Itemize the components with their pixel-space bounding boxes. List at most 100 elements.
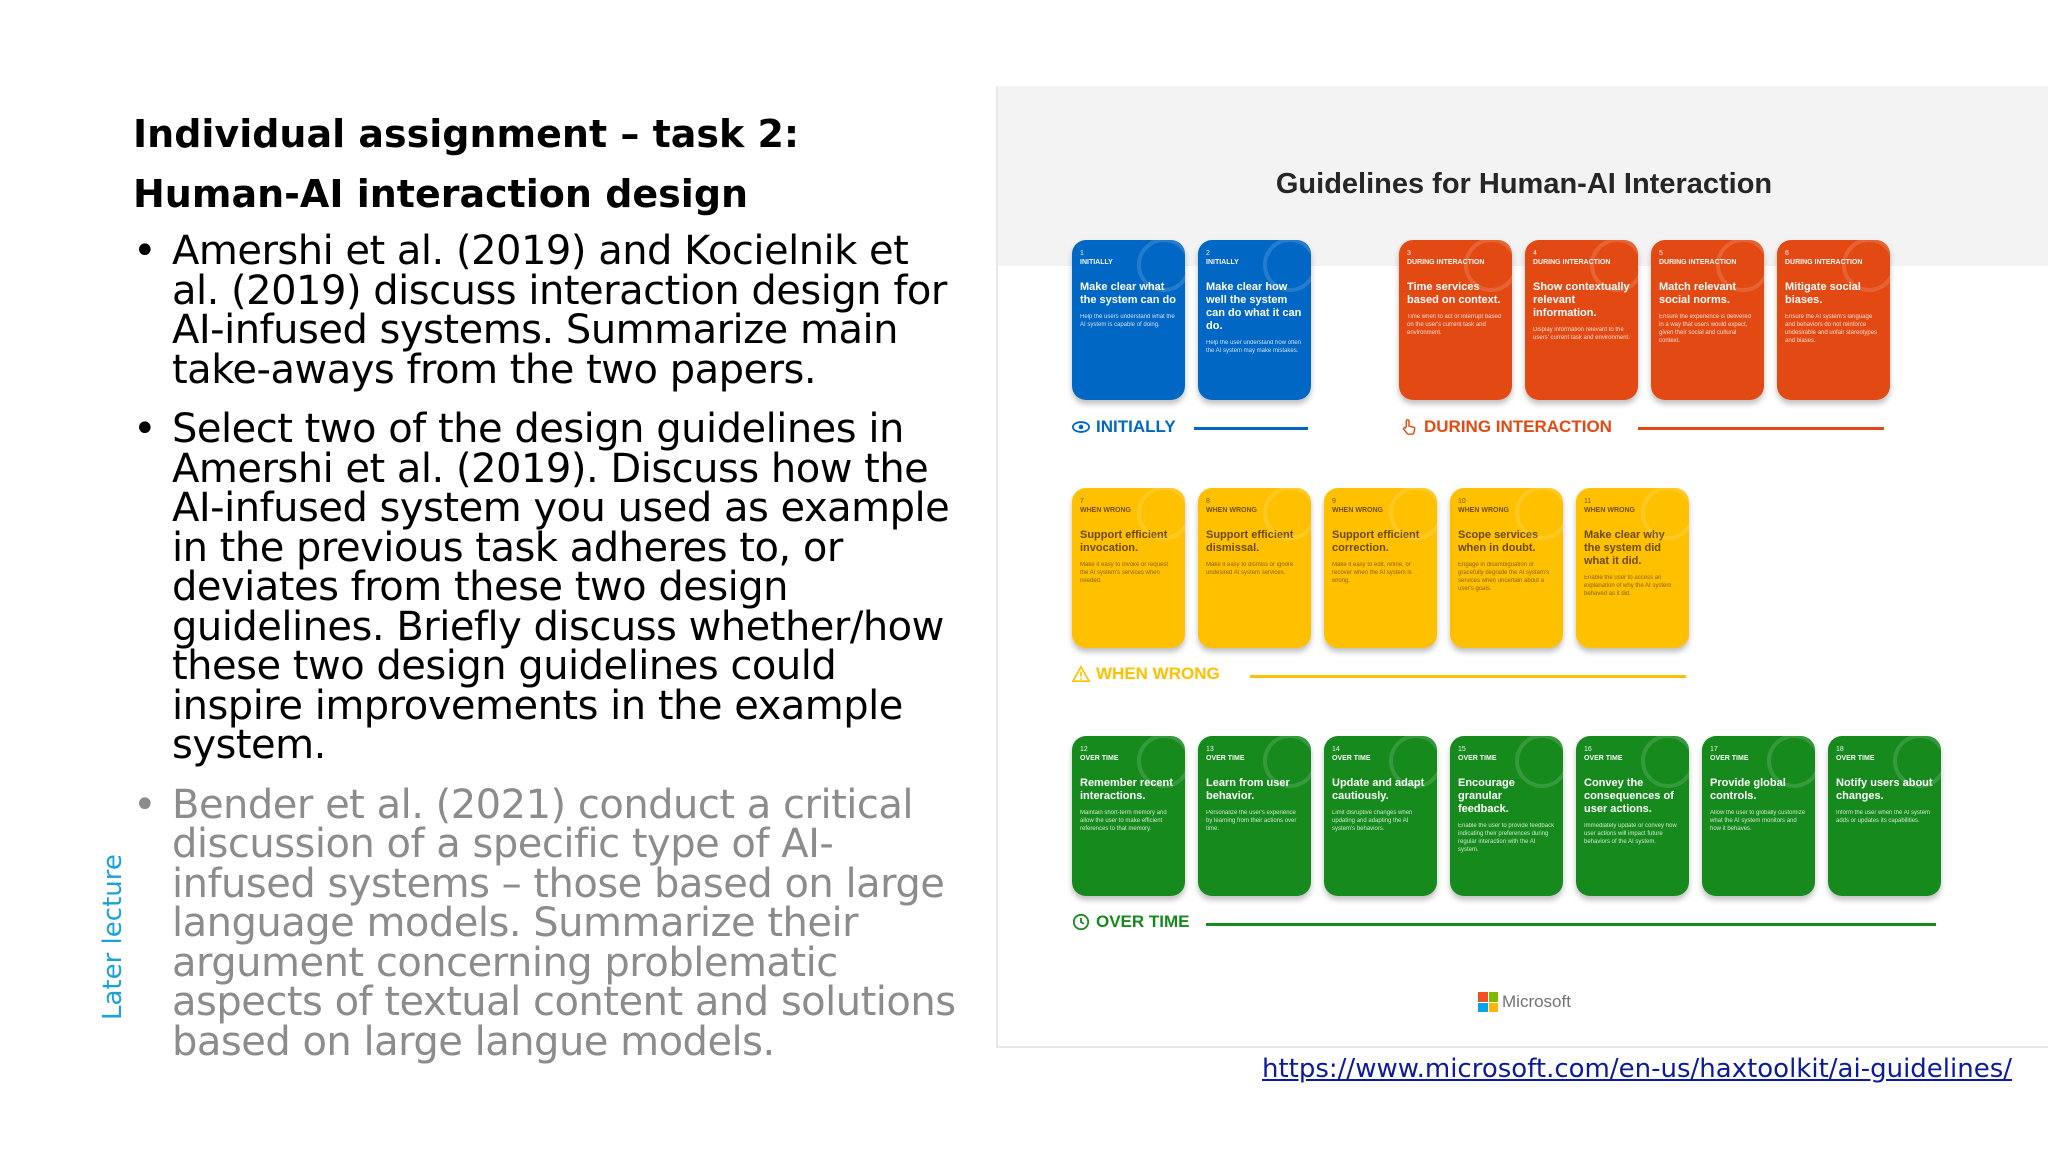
card-number: 11 — [1584, 498, 1592, 505]
bullet-list: • Amershi et al. (2019) and Kocielnik et… — [133, 228, 963, 1063]
card-description: Time when to act or interrupt based on t… — [1407, 314, 1502, 336]
guidelines-url-link[interactable]: https://www.microsoft.com/en-us/haxtoolk… — [1262, 1054, 2013, 1084]
card-description: Help the users understand what the AI sy… — [1080, 314, 1175, 328]
card-number: 5 — [1659, 250, 1663, 257]
card-title: Match relevant social norms. — [1659, 281, 1737, 306]
card-watermark-icon — [1590, 240, 1638, 292]
card-phase: OVER TIME — [1332, 755, 1371, 762]
card-description: Inform the user when the AI system adds … — [1836, 810, 1931, 824]
bullet-text: Select two of the design guidelines in A… — [172, 406, 950, 768]
section-label-during: DURING INTERACTION — [1400, 417, 1612, 437]
bullet-text: Amershi et al. (2019) and Kocielnik et a… — [172, 228, 947, 393]
card-number: 8 — [1206, 498, 1210, 505]
slide-title-line2: Human-AI interaction design — [133, 172, 749, 216]
card-number: 6 — [1785, 250, 1789, 257]
card-number: 18 — [1836, 746, 1844, 753]
card-phase: OVER TIME — [1206, 755, 1245, 762]
card-description: Limit disruptive changes when updating a… — [1332, 810, 1413, 832]
microsoft-squares-icon — [1478, 992, 1498, 1012]
card-phase: WHEN WRONG — [1080, 507, 1131, 514]
card-number: 2 — [1206, 250, 1210, 257]
card-title: Make clear what the system can do — [1080, 281, 1176, 306]
card-description: Help the user understand how often the A… — [1206, 340, 1302, 354]
clock-icon — [1072, 913, 1090, 931]
card-watermark-icon — [1716, 240, 1764, 292]
card-phase: DURING INTERACTION — [1533, 259, 1611, 266]
card-title: Learn from user behavior. — [1206, 777, 1290, 802]
section-line-when-wrong — [1250, 675, 1686, 678]
card-number: 3 — [1407, 250, 1411, 257]
bullet-symbol: • — [133, 406, 157, 452]
card-title: Provide global controls. — [1710, 777, 1786, 802]
card-phase: DURING INTERACTION — [1659, 259, 1737, 266]
card-phase: DURING INTERACTION — [1407, 259, 1485, 266]
card-watermark-icon — [1389, 488, 1437, 540]
bullet-item: • Amershi et al. (2019) and Kocielnik et… — [133, 228, 963, 390]
card-number: 15 — [1458, 746, 1466, 753]
card-watermark-icon — [1464, 240, 1512, 292]
card-description: Enable the user to provide feedback indi… — [1458, 823, 1555, 853]
later-lecture-label: Later lecture — [98, 854, 128, 1020]
bullet-symbol: • — [133, 228, 157, 274]
card-watermark-icon — [1137, 736, 1185, 788]
card-watermark-icon — [1842, 240, 1890, 292]
card-number: 9 — [1332, 498, 1336, 505]
card-description: Immediately update or convey how user ac… — [1584, 823, 1677, 845]
eye-icon — [1072, 421, 1090, 433]
section-label-text: WHEN WRONG — [1096, 664, 1220, 683]
card-description: Ensure the AI system's language and beha… — [1785, 314, 1878, 344]
card-watermark-icon — [1263, 488, 1311, 540]
section-label-text: OVER TIME — [1096, 912, 1190, 931]
card-description: Make it easy to edit, refine, or recover… — [1332, 562, 1412, 584]
card-description: Enable the user to access an explanation… — [1584, 575, 1672, 597]
card-number: 4 — [1533, 250, 1537, 257]
card-watermark-icon — [1137, 488, 1185, 540]
card-phase: OVER TIME — [1458, 755, 1497, 762]
card-phase: WHEN WRONG — [1332, 507, 1383, 514]
card-description: Personalize the user's experience by lea… — [1206, 810, 1297, 832]
card-title: Make clear how well the system can do wh… — [1206, 281, 1302, 332]
section-line-during — [1638, 427, 1884, 430]
card-description: Ensure the experience is delivered in a … — [1659, 314, 1752, 344]
section-label-text: INITIALLY — [1096, 417, 1176, 436]
bullet-symbol: • — [133, 781, 157, 828]
figure-header-band — [998, 86, 2048, 266]
card-watermark-icon — [1515, 736, 1563, 788]
bullet-text: Bender et al. (2021) conduct a critical … — [172, 781, 956, 1065]
card-number: 13 — [1206, 746, 1214, 753]
card-number: 17 — [1710, 746, 1718, 753]
card-description: Allow the user to globally customize wha… — [1710, 810, 1806, 832]
card-title: Scope services when in doubt. — [1458, 529, 1539, 554]
figure-title: Guidelines for Human-AI Interaction — [1275, 168, 1773, 200]
bullet-item: • Select two of the design guidelines in… — [133, 406, 963, 766]
card-phase: INITIALLY — [1080, 259, 1113, 266]
card-number: 14 — [1332, 746, 1340, 753]
section-label-text: DURING INTERACTION — [1424, 417, 1612, 436]
bullet-item: • Bender et al. (2021) conduct a critica… — [133, 781, 963, 1063]
card-title: Encourage granular feedback. — [1458, 777, 1515, 815]
card-description: Engage in disambiguation or gracefully d… — [1458, 562, 1550, 592]
card-description: Make it easy to invoke or request the AI… — [1080, 562, 1169, 584]
card-phase: OVER TIME — [1836, 755, 1875, 762]
card-phase: INITIALLY — [1206, 259, 1239, 266]
card-watermark-icon — [1137, 240, 1185, 292]
microsoft-wordmark: Microsoft — [1502, 992, 1571, 1011]
card-phase: WHEN WRONG — [1584, 507, 1635, 514]
card-number: 7 — [1080, 498, 1084, 505]
card-watermark-icon — [1263, 736, 1311, 788]
card-phase: WHEN WRONG — [1458, 507, 1509, 514]
warning-icon — [1072, 665, 1090, 683]
slide-title-line1: Individual assignment – task 2: — [133, 112, 800, 156]
card-title: Mitigate social biases. — [1785, 281, 1861, 306]
